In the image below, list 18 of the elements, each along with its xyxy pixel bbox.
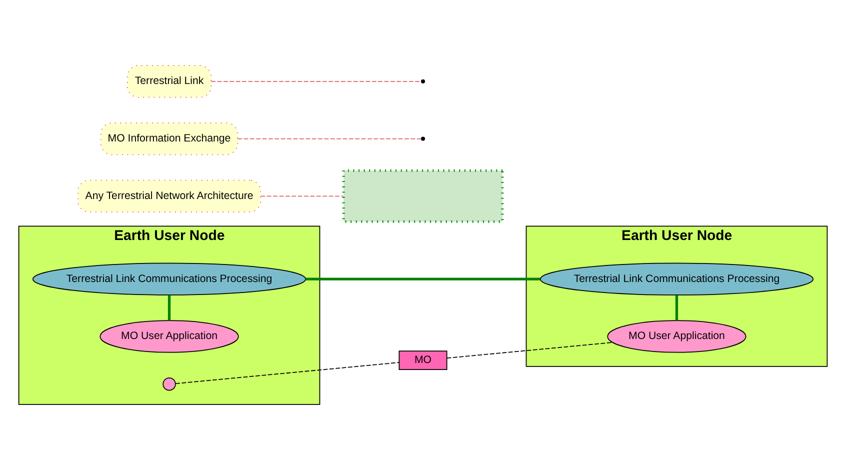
node-box: MO Information Exchange (100, 122, 238, 155)
connector (168, 294, 171, 320)
connector (237, 138, 422, 139)
connector (446, 342, 613, 358)
node-box: MO (398, 350, 448, 370)
connector (175, 362, 400, 384)
node-ellipse: Terrestrial Link Communications Processing (540, 262, 814, 295)
node-box: Any Terrestrial Network Architecture (77, 179, 262, 212)
node-ellipse: MO User Application (100, 320, 239, 352)
connector (306, 277, 540, 280)
node-ellipse: MO User Application (607, 320, 746, 352)
node-box (342, 168, 504, 223)
connector (210, 80, 422, 82)
connector (260, 195, 344, 196)
node-circle (162, 377, 176, 390)
connector (675, 294, 678, 320)
node-box: Terrestrial Link (126, 64, 212, 98)
node-ellipse: Terrestrial Link Communications Processing (32, 262, 306, 295)
